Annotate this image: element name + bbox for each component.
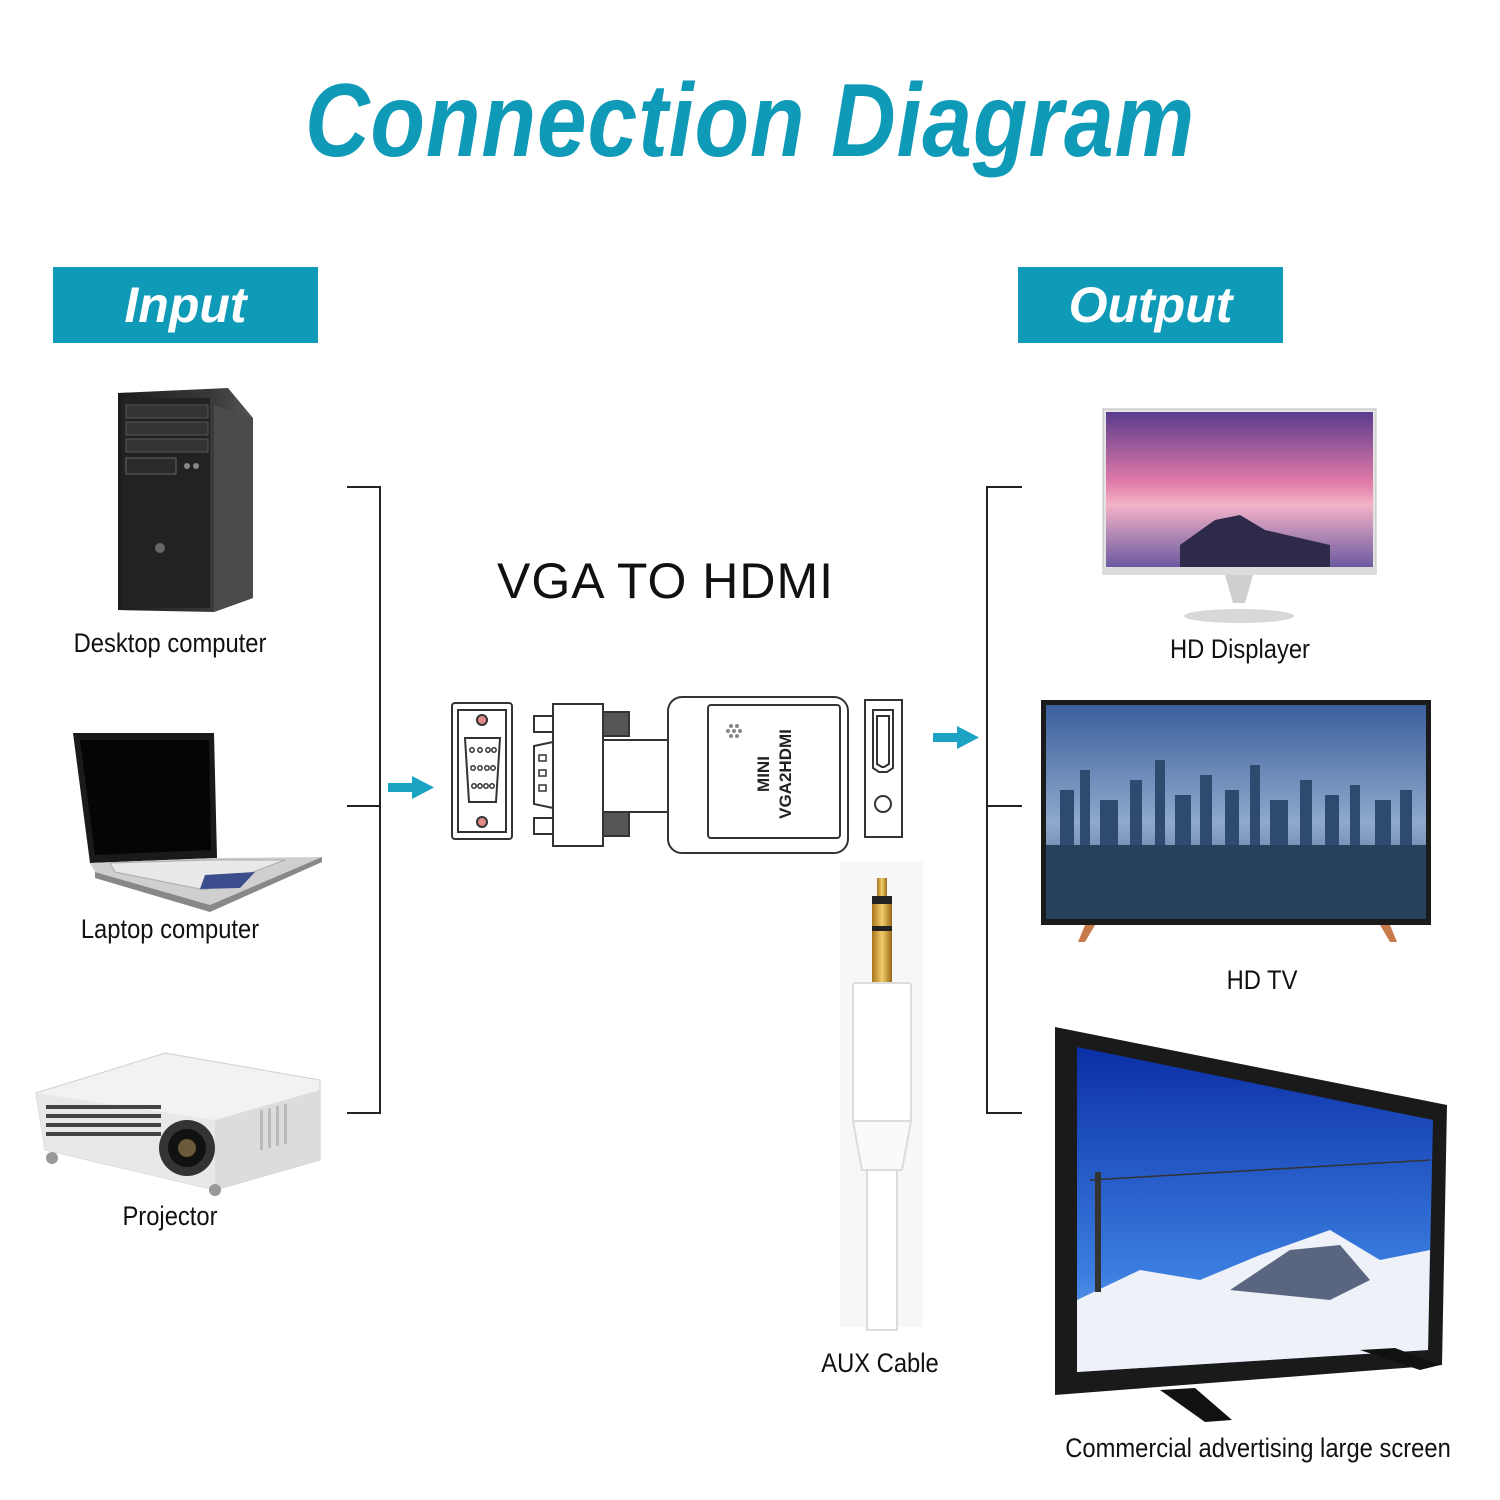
vga-plug-icon — [533, 703, 670, 847]
adapter-title: VGA TO HDMI — [497, 553, 835, 609]
input-header: Input — [53, 267, 318, 343]
arrow-output-icon — [933, 726, 979, 749]
adapter-label: MINI VGA2HDMI — [753, 699, 797, 849]
adapter-label-mini: MINI — [754, 756, 773, 792]
label-hd-tv: HD TV — [1226, 965, 1298, 995]
page-title: Connection Diagram — [304, 63, 1196, 179]
hd-displayer-icon — [1102, 408, 1377, 623]
input-bracket — [347, 486, 381, 1114]
laptop-computer-icon — [73, 733, 322, 912]
vga-port-icon — [451, 702, 513, 840]
projector-icon — [35, 1052, 321, 1196]
output-bracket — [986, 486, 1022, 1114]
arrow-input-icon — [388, 776, 434, 799]
label-laptop-computer: Laptop computer — [80, 914, 260, 944]
adapter-label-model: VGA2HDMI — [776, 729, 795, 819]
label-desktop-computer: Desktop computer — [73, 628, 267, 658]
aux-cable-icon — [840, 862, 923, 1331]
label-projector: Projector — [122, 1201, 218, 1231]
label-large-screen: Commercial advertising large screen — [1065, 1433, 1451, 1463]
output-header: Output — [1018, 267, 1283, 343]
large-screen-icon — [1055, 1027, 1447, 1422]
label-hd-displayer: HD Displayer — [1170, 634, 1310, 664]
label-aux-cable: AUX Cable — [821, 1348, 939, 1378]
desktop-computer-icon — [118, 388, 253, 612]
hd-tv-icon — [1041, 700, 1431, 942]
hdmi-port-icon — [864, 699, 903, 838]
adapter-body — [667, 696, 849, 854]
